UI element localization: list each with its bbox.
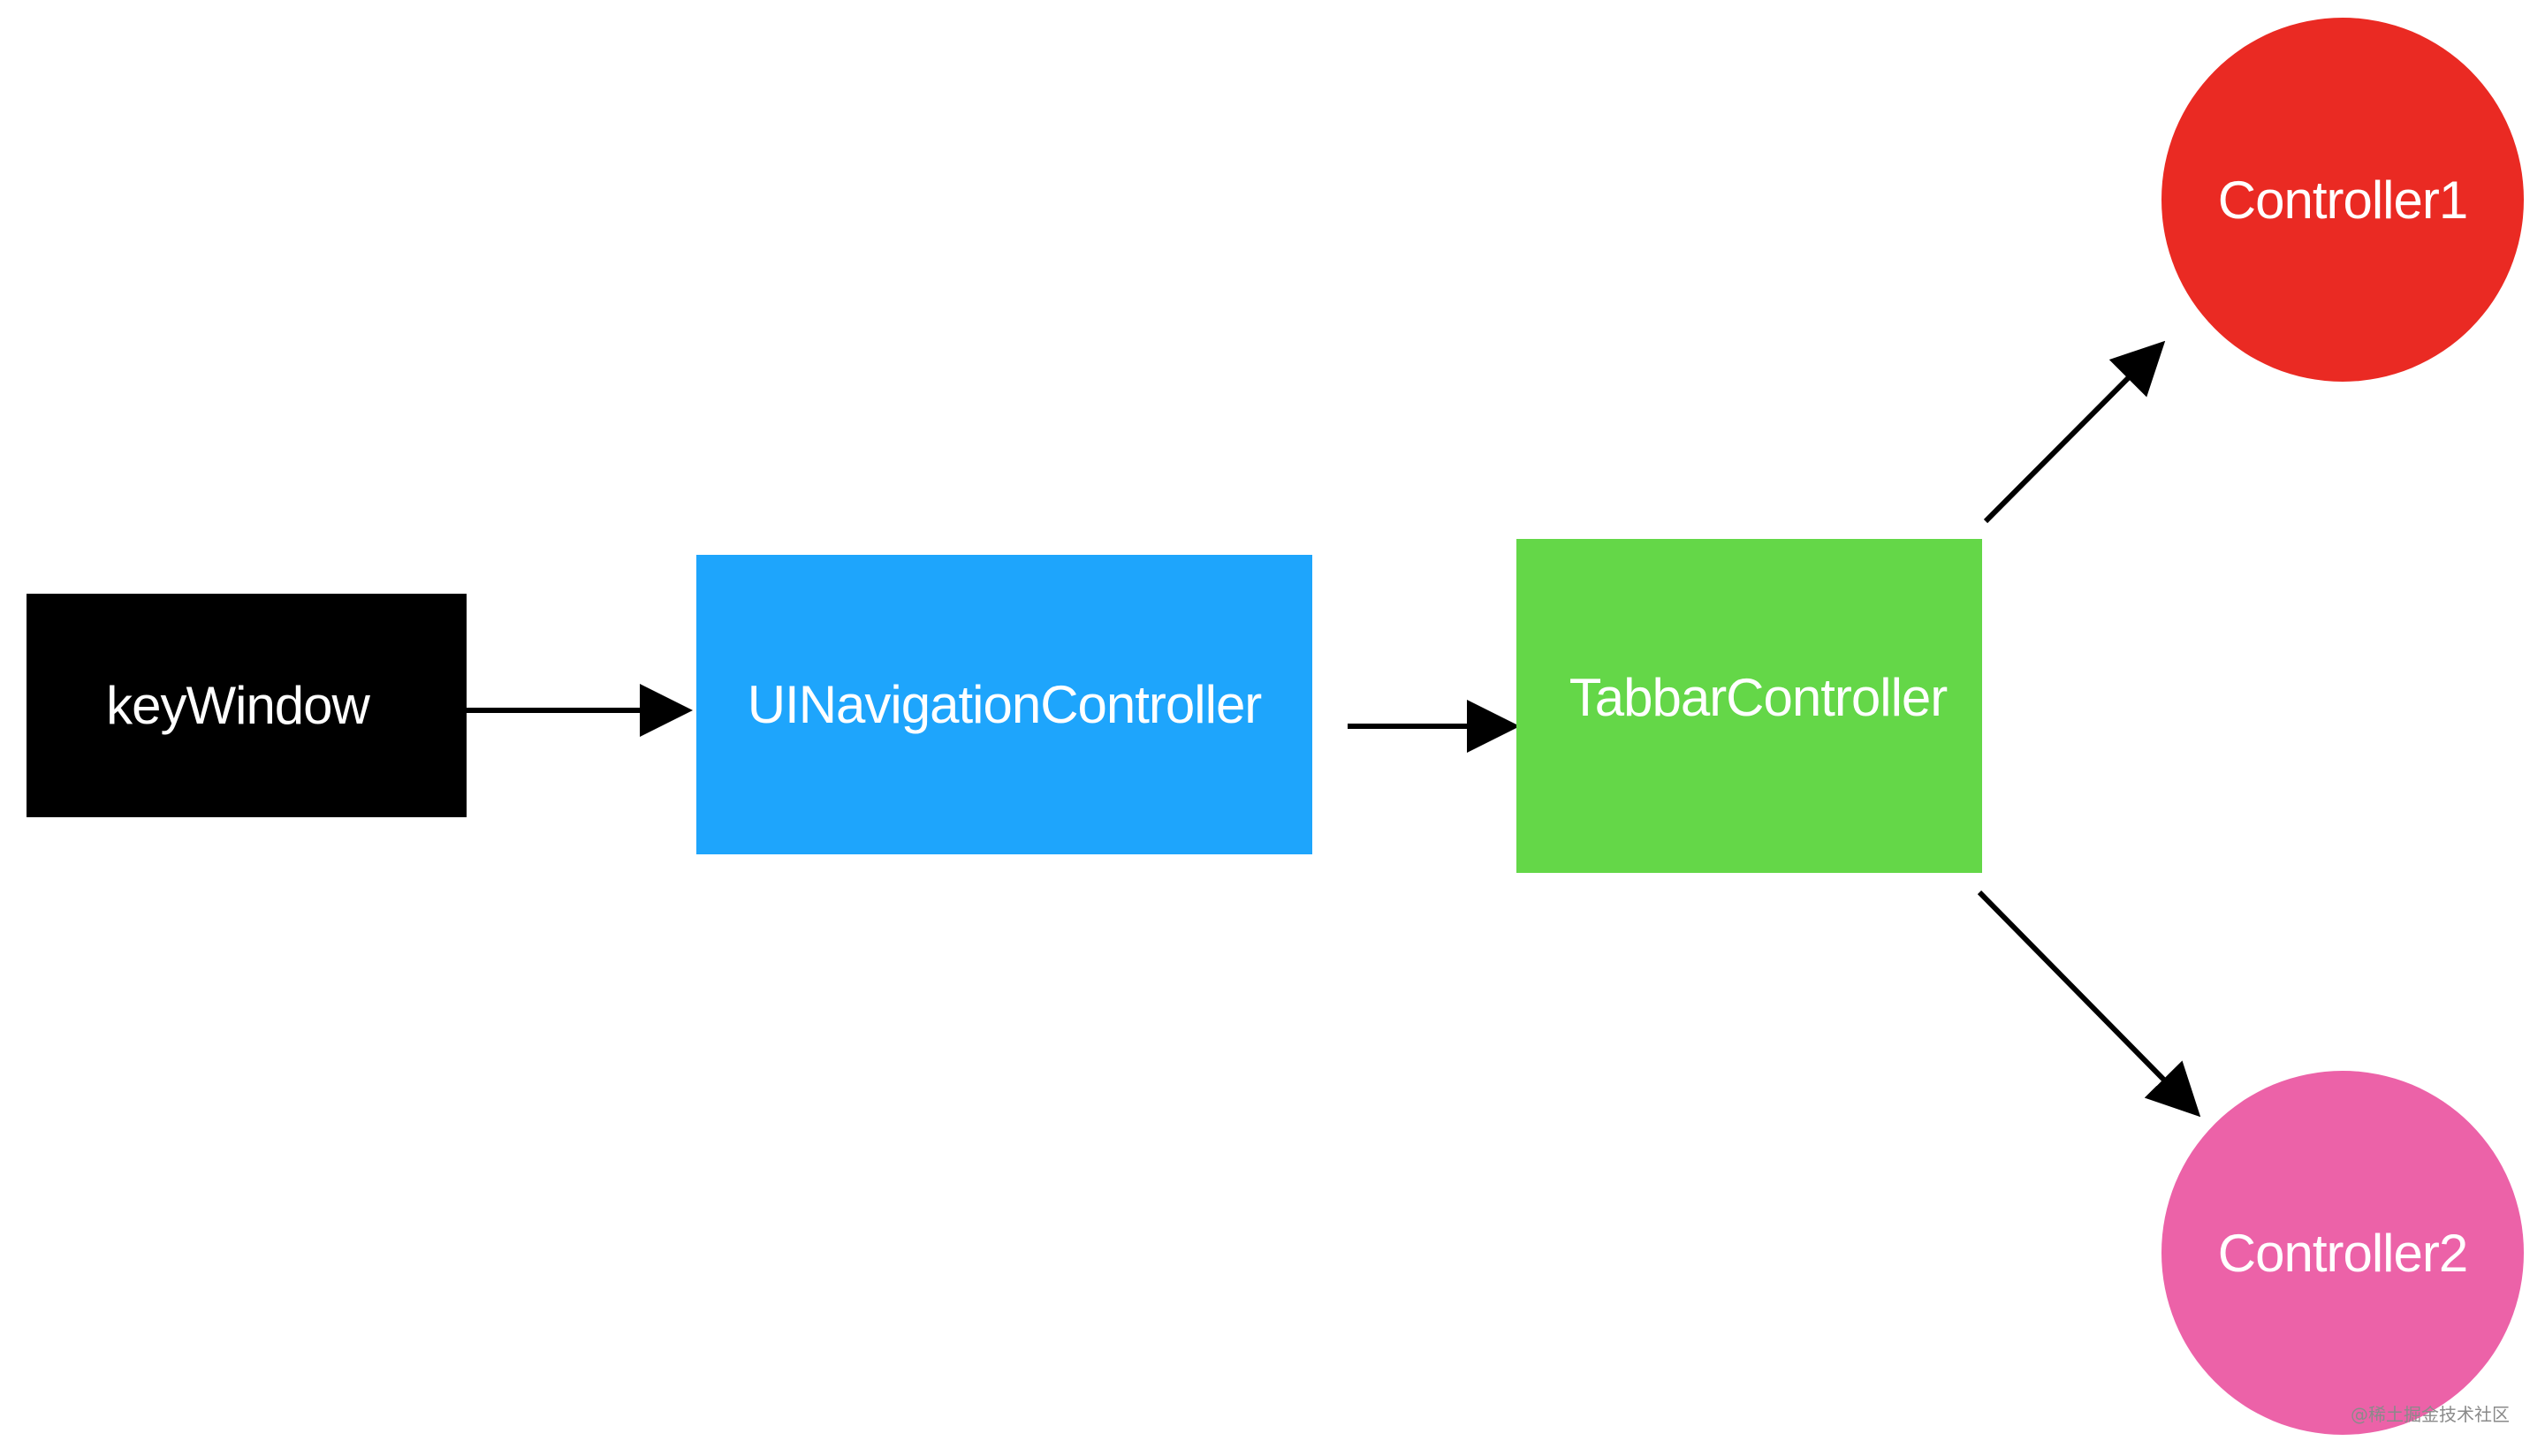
- node-controller2-label: Controller2: [2217, 1223, 2468, 1283]
- edge-tabbar-to-controller2: [1977, 890, 2201, 1118]
- node-keywindow-label: keyWindow: [106, 676, 370, 735]
- node-controller2: Controller2: [2161, 1071, 2524, 1435]
- node-tabbarcontroller-label: TabbarController: [1569, 667, 1949, 727]
- node-uinavigationcontroller-label: UINavigationController: [747, 675, 1263, 734]
- node-keywindow: keyWindow: [27, 594, 467, 817]
- node-controller1: Controller1: [2161, 18, 2524, 382]
- node-controller1-label: Controller1: [2217, 170, 2468, 230]
- edge-tabbar-to-controller1: [1983, 340, 2166, 524]
- node-uinavigationcontroller: UINavigationController: [696, 555, 1312, 854]
- node-tabbarcontroller: TabbarController: [1516, 539, 1982, 873]
- watermark: @稀土掘金技术社区: [2351, 1404, 2510, 1425]
